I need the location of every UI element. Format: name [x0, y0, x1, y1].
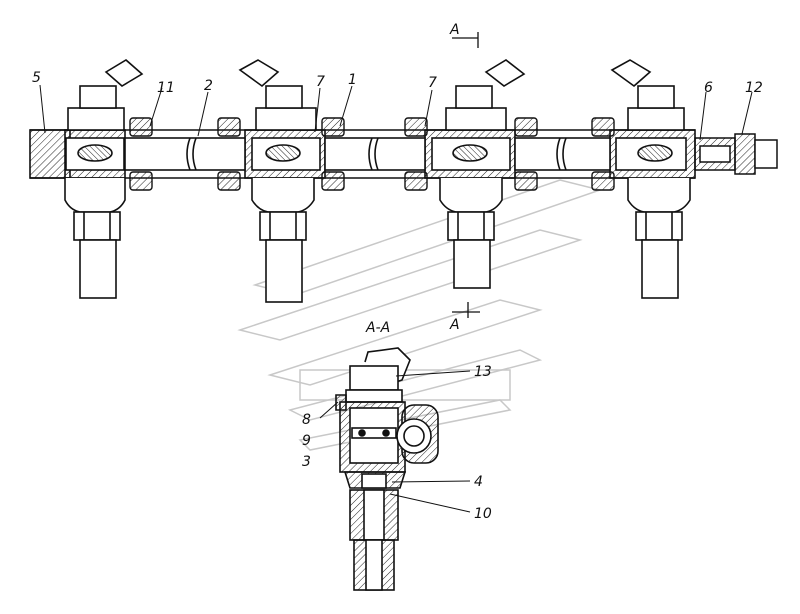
callout-4: 4: [474, 474, 483, 490]
callout-3: 3: [302, 454, 311, 470]
callout-13: 13: [474, 364, 492, 380]
rail-tube-1: [124, 137, 246, 171]
callout-10: 10: [474, 506, 492, 522]
leader-lines: [39, 84, 753, 513]
fuel-rail: [29, 129, 696, 179]
callout-12: 12: [745, 80, 763, 96]
section-indicator-top: [452, 32, 479, 48]
section-indicator-mid: [452, 302, 480, 318]
section-view-aa: [335, 347, 439, 591]
callout-2: 2: [204, 78, 213, 94]
clamp-nuts: [129, 117, 615, 191]
callout-11: 11: [157, 80, 175, 96]
callout-8: 8: [302, 412, 311, 428]
callout-7a: 7: [316, 74, 325, 90]
outlet-fitting: [694, 133, 778, 175]
callout-1: 1: [348, 72, 357, 88]
callout-6: 6: [704, 80, 713, 96]
section-mark-mid: A: [449, 317, 460, 333]
section-mark-top: A: [449, 22, 460, 38]
callout-7b: 7: [428, 75, 437, 91]
rail-end-block-left: [29, 129, 71, 179]
rail-tube-2: [324, 137, 426, 171]
section-title: A-A: [365, 320, 390, 336]
callout-9: 9: [302, 433, 311, 449]
injectors-bottom: [64, 178, 691, 303]
callout-5: 5: [32, 70, 41, 86]
injector-connectors-top: [67, 59, 685, 131]
